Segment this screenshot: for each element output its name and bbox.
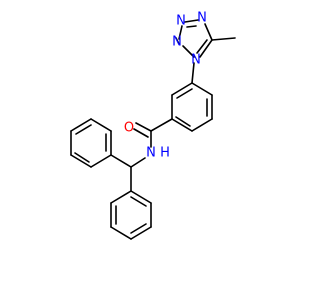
- bond: [130, 190, 152, 204]
- bond-double-inner: [74, 152, 90, 163]
- bond: [150, 118, 173, 132]
- bond: [70, 154, 92, 168]
- bond: [70, 118, 92, 132]
- bond-layer: [70, 19, 236, 240]
- atom-label-n1: N: [191, 53, 201, 68]
- atom-label-n3: N: [176, 14, 186, 29]
- bond-double-inner: [75, 124, 92, 135]
- bond: [204, 23, 213, 41]
- bond-carbonyl: [135, 122, 152, 132]
- atom-label-layer: N N N N O N H: [124, 11, 207, 161]
- atom-label-amide-n: N: [146, 146, 156, 161]
- bond: [199, 39, 213, 58]
- atom-label-oxygen: O: [124, 121, 134, 136]
- bond-double-inner: [175, 37, 180, 45]
- atom-label-amide-h: H: [160, 146, 170, 161]
- bond-double-inner: [176, 88, 193, 99]
- bond: [178, 25, 183, 40]
- bond-methyl: [211, 37, 236, 41]
- bond: [191, 82, 213, 96]
- bond: [110, 154, 132, 168]
- bond: [130, 157, 146, 168]
- bond: [110, 190, 132, 204]
- bond-carbonyl: [133, 128, 149, 138]
- bond: [90, 154, 112, 168]
- atom-label-n4: N: [197, 11, 207, 26]
- bond: [184, 19, 199, 23]
- bond-double-inner: [130, 196, 147, 207]
- bond: [171, 82, 193, 96]
- bond: [130, 226, 152, 240]
- bond: [191, 62, 195, 84]
- bond-double-inner: [186, 25, 197, 28]
- atom-label-n2: N: [172, 35, 182, 50]
- bond: [171, 118, 193, 132]
- bond-double-inner: [196, 39, 208, 54]
- bond: [110, 226, 132, 240]
- bond: [182, 45, 195, 58]
- molecule-structure: N N N N O N H: [70, 11, 236, 240]
- bond: [90, 118, 112, 132]
- bond: [191, 118, 213, 132]
- molecule-diagram: N N N N O N H: [70, 11, 236, 240]
- bond-double-inner: [175, 116, 191, 127]
- bond-double-inner: [130, 223, 147, 234]
